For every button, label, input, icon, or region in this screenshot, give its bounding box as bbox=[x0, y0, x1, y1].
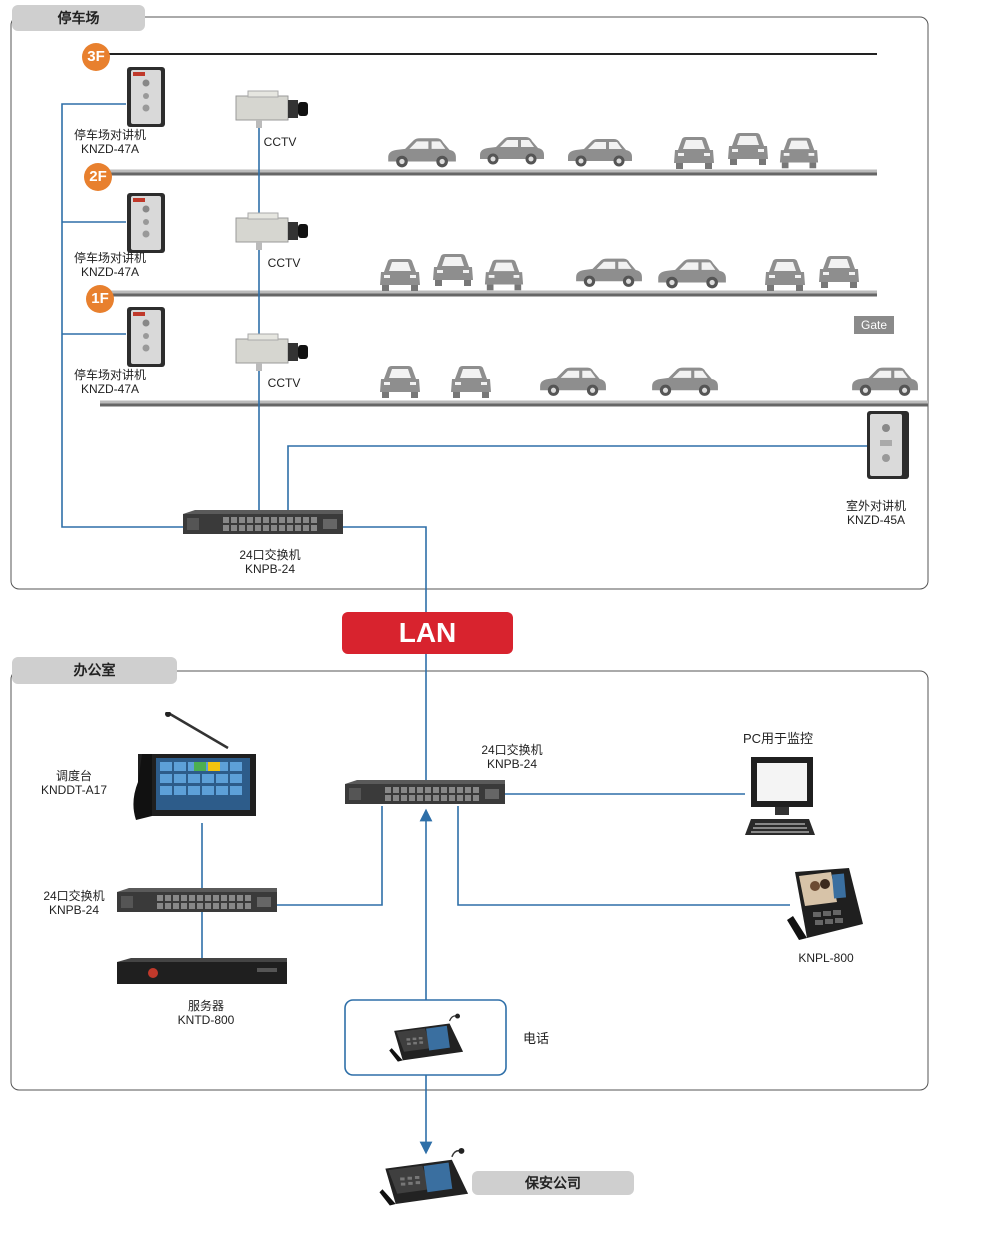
intercom-3f-name: 停车场对讲机 bbox=[73, 128, 146, 142]
outdoor-intercom-label: 室外对讲机 KNZD-45A bbox=[830, 499, 922, 527]
server-label: 服务器 KNTD-800 bbox=[156, 999, 256, 1027]
server-model: KNTD-800 bbox=[177, 1013, 235, 1027]
parking-switch-name: 24口交换机 bbox=[239, 548, 301, 562]
gate-label: Gate bbox=[854, 316, 894, 334]
videophone-label: KNPL-800 bbox=[798, 951, 854, 965]
intercom-1f-label: 停车场对讲机 KNZD-47A bbox=[64, 368, 156, 396]
main-switch-name: 24口交换机 bbox=[481, 743, 543, 757]
office-tab: 办公室 bbox=[12, 657, 177, 684]
intercom-3f-label: 停车场对讲机 KNZD-47A bbox=[64, 128, 156, 156]
switch2-name: 24口交换机 bbox=[43, 889, 105, 903]
cctv-2f-label: CCTV bbox=[267, 256, 301, 270]
cctv-1f-label: CCTV bbox=[267, 376, 301, 390]
intercom-1f-model: KNZD-47A bbox=[80, 382, 139, 396]
switch2-label: 24口交换机 KNPB-24 bbox=[24, 889, 124, 917]
outdoor-intercom-name: 室外对讲机 bbox=[845, 499, 906, 513]
console-model: KNDDT-A17 bbox=[40, 783, 108, 797]
main-switch-label: 24口交换机 KNPB-24 bbox=[462, 743, 562, 771]
cctv-3f-label: CCTV bbox=[263, 135, 297, 149]
parking-switch-label: 24口交换机 KNPB-24 bbox=[220, 548, 320, 576]
floor-badge-1f: 1F bbox=[86, 285, 114, 313]
console-label: 调度台 KNDDT-A17 bbox=[26, 769, 122, 797]
parking-switch-model: KNPB-24 bbox=[244, 562, 296, 576]
phone-label: 电话 bbox=[522, 1031, 549, 1046]
floor-badge-3f: 3F bbox=[82, 43, 110, 71]
main-switch-model: KNPB-24 bbox=[486, 757, 538, 771]
intercom-2f-model: KNZD-47A bbox=[80, 265, 139, 279]
console-name: 调度台 bbox=[55, 769, 92, 783]
intercom-2f-name: 停车场对讲机 bbox=[73, 251, 146, 265]
floor-badge-2f: 2F bbox=[84, 163, 112, 191]
pc-label: PC用于监控 bbox=[742, 731, 814, 746]
intercom-3f-model: KNZD-47A bbox=[80, 142, 139, 156]
intercom-2f-label: 停车场对讲机 KNZD-47A bbox=[64, 251, 156, 279]
lan-badge: LAN bbox=[342, 612, 513, 654]
parking-tab: 停车场 bbox=[12, 5, 145, 31]
intercom-1f-name: 停车场对讲机 bbox=[73, 368, 146, 382]
security-company-tab: 保安公司 bbox=[472, 1171, 634, 1195]
server-name: 服务器 bbox=[187, 999, 224, 1013]
outdoor-intercom-model: KNZD-45A bbox=[846, 513, 905, 527]
switch2-model: KNPB-24 bbox=[48, 903, 100, 917]
